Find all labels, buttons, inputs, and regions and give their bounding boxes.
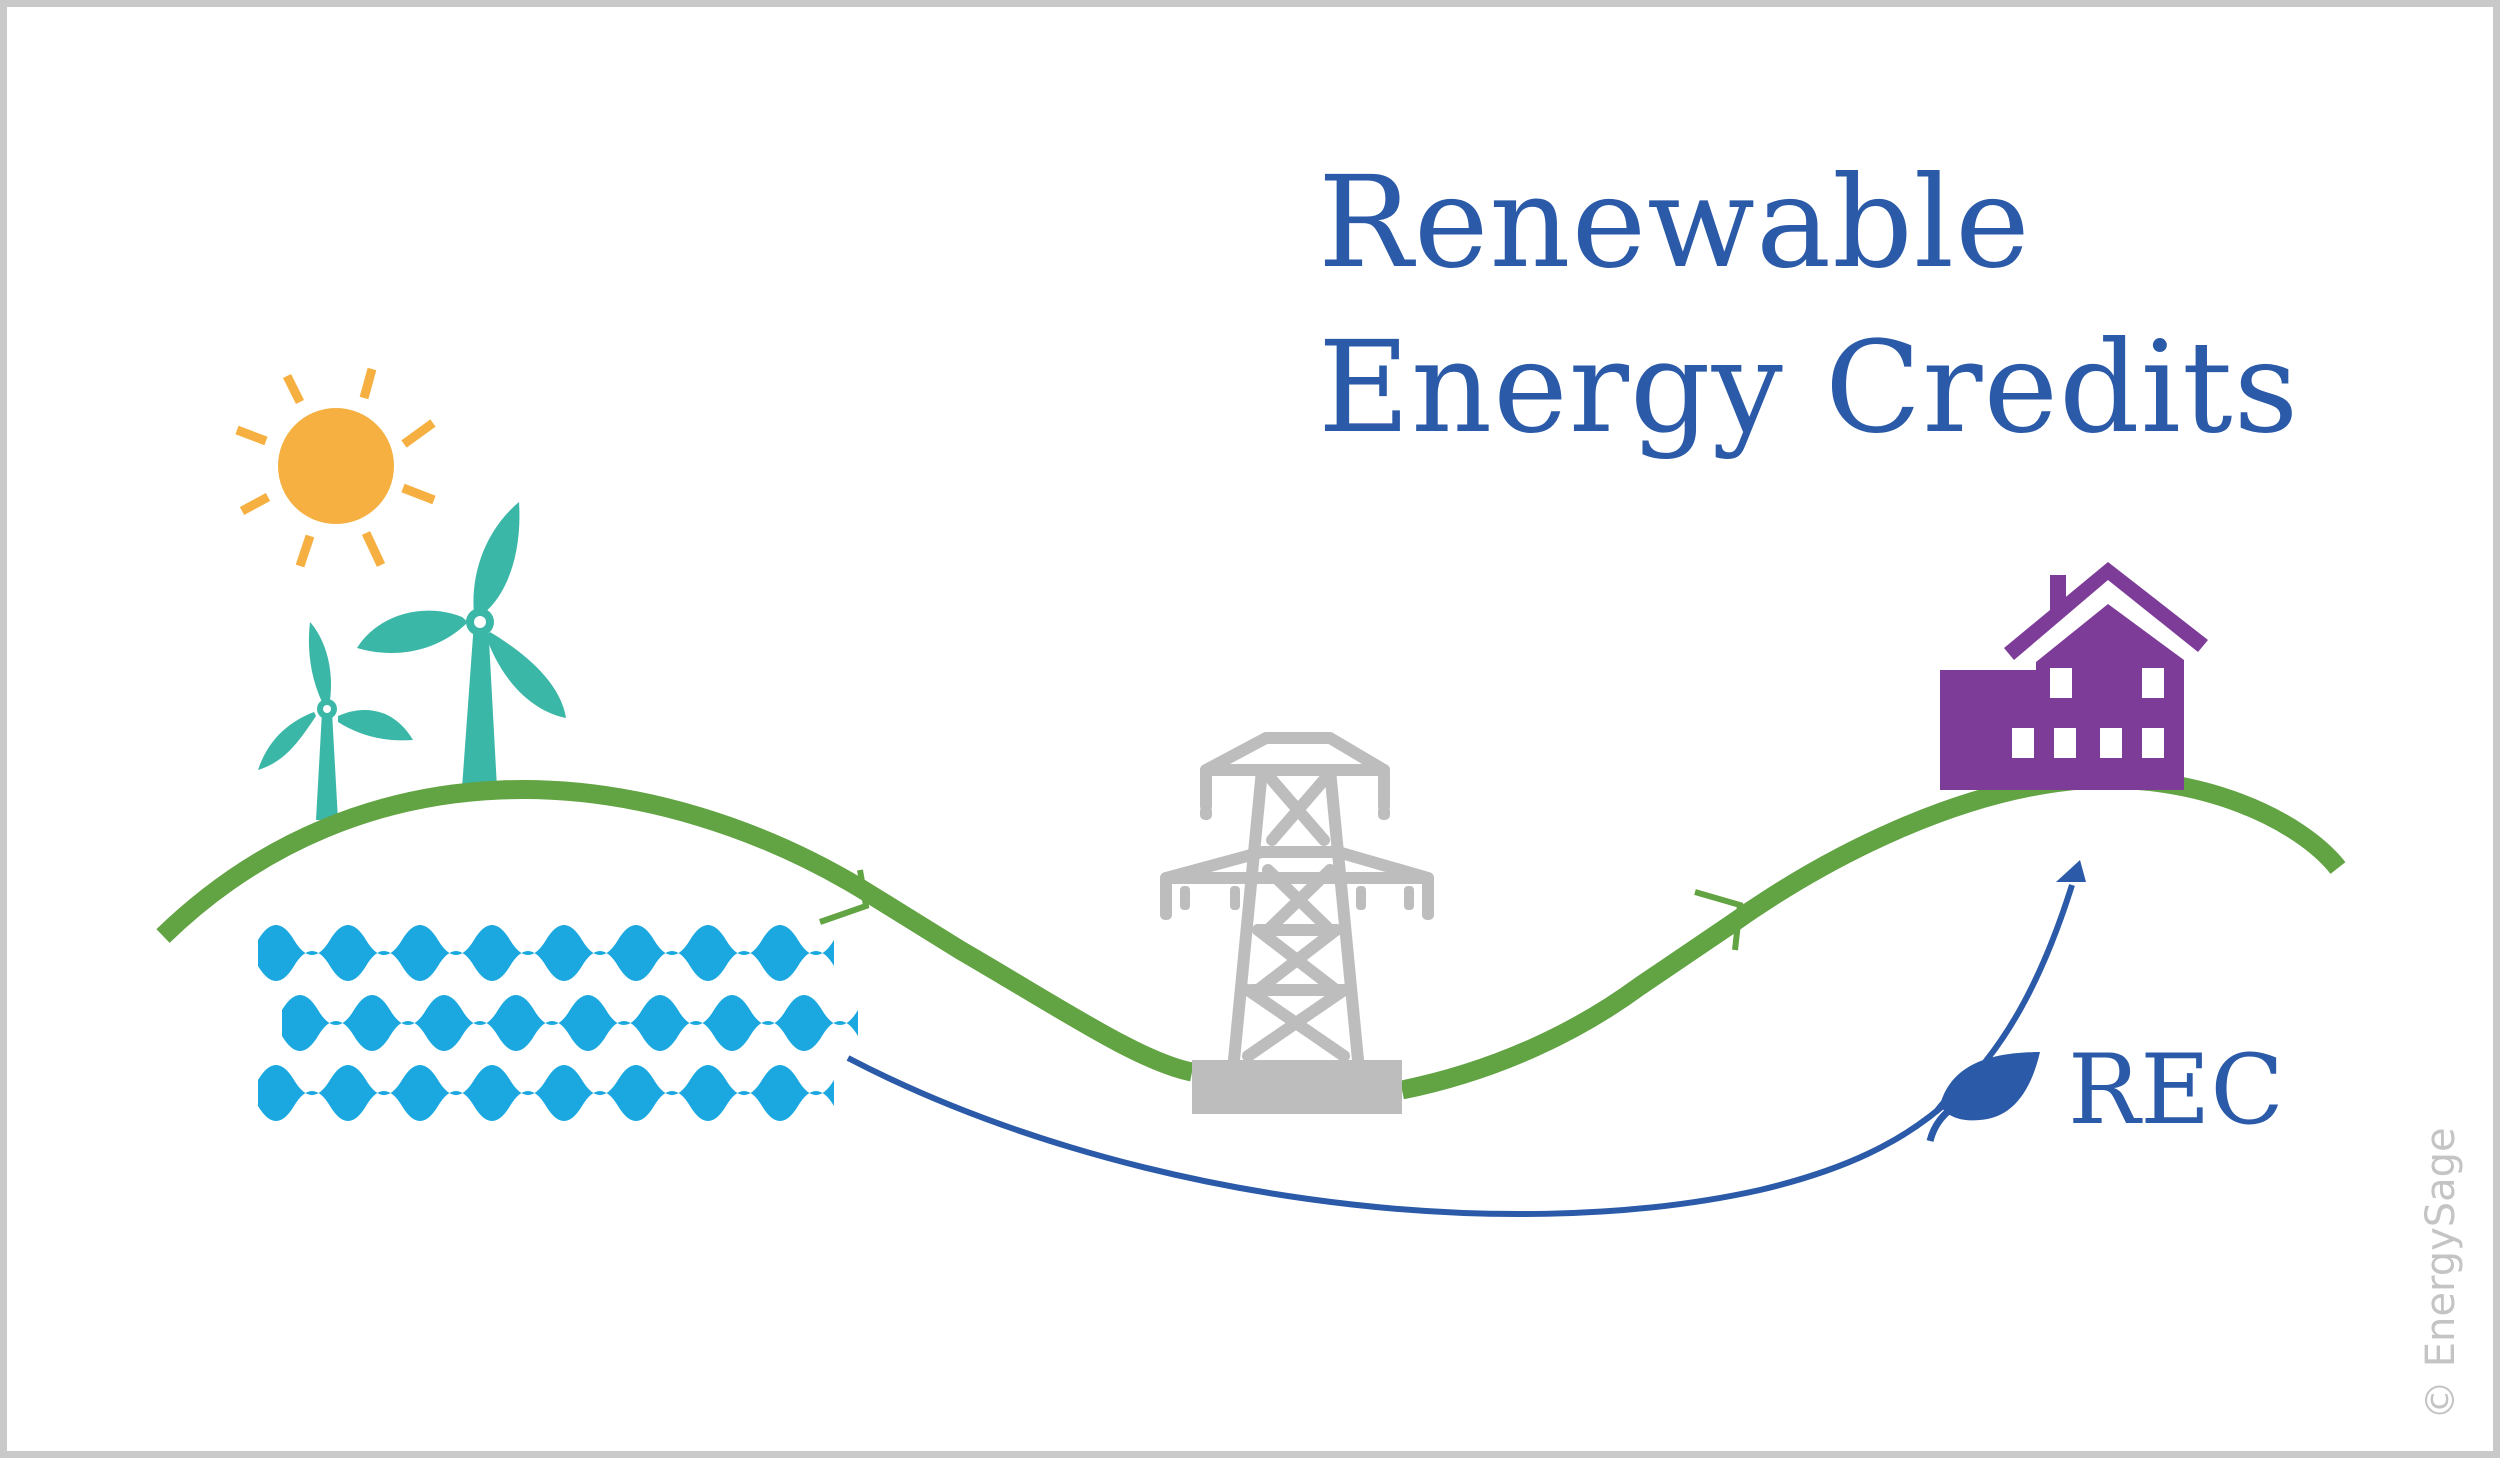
page-title: Renewable Energy Credits (1318, 140, 2299, 470)
wind-turbine-icon (258, 502, 566, 820)
grid-flow-arrow (819, 869, 1744, 951)
title-line-2: Energy Credits (1318, 314, 2300, 461)
grid-line (156, 769, 2346, 1100)
house-icon (1940, 562, 2208, 790)
copyright-watermark: © EnergySage (2418, 1127, 2464, 1420)
leaf-icon (1926, 1052, 2040, 1142)
water-waves-icon (258, 925, 858, 1121)
transmission-tower-icon (1160, 732, 1434, 1114)
rec-label: REC (2068, 1034, 2284, 1146)
title-line-1: Renewable (1318, 149, 2031, 296)
rec-flow-arrow (846, 860, 2086, 1218)
sun-icon (235, 367, 436, 568)
